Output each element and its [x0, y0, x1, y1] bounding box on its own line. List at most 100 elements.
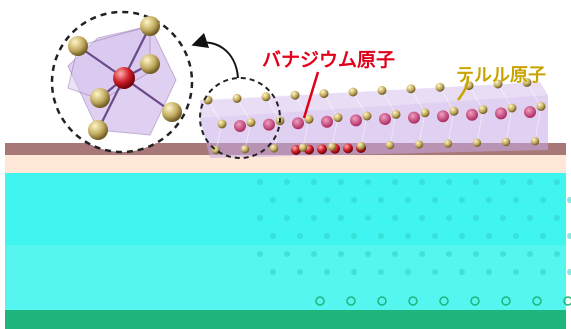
water-lattice-dot [311, 215, 317, 221]
water-lattice-dot [473, 215, 479, 221]
water-lattice-dot [392, 251, 398, 257]
vanadium-atom-label: バナジウム原子 [262, 49, 396, 71]
water-pattern [257, 179, 571, 306]
octahedron-edge [352, 90, 383, 93]
octahedron-edge [439, 86, 455, 112]
water-lattice-dot [378, 197, 384, 203]
water-lattice-dot [459, 269, 465, 275]
water-lattice-dot [365, 215, 371, 221]
octahedron-edge [389, 114, 397, 146]
water-lattice-dot [500, 179, 506, 185]
octahedron-edge [323, 93, 339, 118]
water-lattice-dot [540, 197, 546, 203]
film-v-atom [466, 108, 478, 121]
water-lattice-dot [554, 215, 560, 221]
water-lattice-dot [513, 233, 519, 239]
inset-te-atom [88, 120, 108, 140]
water-lattice-dot [554, 179, 560, 185]
octahedron-edge [526, 82, 542, 107]
water-lattice-dot [270, 269, 276, 275]
octahedron-edge [244, 122, 252, 150]
vanadium-label-pointer [302, 71, 320, 119]
floor-ring [532, 296, 542, 306]
water-lattice-dot [297, 197, 303, 203]
film-v-atom [524, 106, 536, 118]
water-lattice-dot [270, 233, 276, 239]
water-lattice-dot [527, 251, 533, 257]
octahedron-edge [418, 112, 426, 145]
water-lattice-dot [446, 215, 452, 221]
water-lattice-dot [338, 251, 344, 257]
water-lattice-dot [567, 233, 571, 239]
octahedron-edge [381, 90, 397, 115]
inset-te-atom [68, 36, 88, 56]
octahedron-edge [534, 106, 542, 142]
inset-te-atom [90, 88, 110, 108]
film-te-atom [530, 137, 540, 146]
film-te-atom [319, 89, 329, 99]
water-lattice-dot [311, 251, 317, 257]
film-v-atom [350, 114, 362, 127]
film-te-atom [217, 119, 227, 129]
octahedron-edge [236, 96, 267, 99]
film-slab [200, 95, 548, 158]
water-lattice-dot [486, 233, 492, 239]
film-slab-top [200, 82, 548, 118]
octahedron-edge [273, 120, 281, 149]
film-te-atom [507, 103, 517, 113]
film-te-atom [391, 109, 401, 119]
film-te-atom [536, 101, 546, 111]
water-lattice-dot [473, 251, 479, 257]
octahedron-edge [505, 107, 513, 143]
water-lattice-dot [270, 197, 276, 203]
water-lattice-dot [432, 233, 438, 239]
octahedron-edge [207, 99, 223, 125]
octahedron-edge [265, 94, 296, 98]
film-v-atom [495, 107, 507, 120]
tellurium-atom-label: テルル原子 [456, 65, 546, 86]
octahedron-edge [352, 91, 368, 117]
octahedron-edge [360, 115, 368, 147]
film-te-atom [406, 84, 416, 94]
water-lattice-dot [284, 215, 290, 221]
octahedron-edge [526, 80, 557, 83]
film-te-atom [269, 144, 279, 153]
water-lattice-dot [432, 197, 438, 203]
film-te-atom [304, 114, 314, 124]
water-lattice-dot [446, 179, 452, 185]
water-lattice-dot [459, 197, 465, 203]
floor-ring [377, 296, 387, 306]
water-lattice-dot [513, 197, 519, 203]
water-lattice-dot [540, 233, 546, 239]
octahedron-edge [410, 88, 426, 114]
water-lattice-dot [554, 251, 560, 257]
water-lattice-dot [284, 251, 290, 257]
octahedron-edge [497, 82, 528, 85]
octahedron-edge [207, 98, 238, 101]
water-lattice-dot [257, 215, 263, 221]
film-v-atom [343, 143, 353, 154]
floor-layer [5, 310, 566, 329]
film-te-atom [478, 105, 488, 115]
water-lattice-dot [257, 179, 263, 185]
film-v-atom [234, 120, 246, 132]
film-v-atom [321, 115, 333, 128]
substrate [5, 143, 566, 329]
water-lattice-dot [338, 179, 344, 185]
film-te-atom [246, 117, 256, 127]
floor-ring [470, 296, 480, 306]
octahedron-edge [323, 91, 354, 94]
film-te-atom [333, 113, 343, 123]
octahedron-edge [439, 85, 470, 88]
water-lattice-dot [486, 269, 492, 275]
film-te-atom [356, 141, 366, 151]
tellurium-atoms-film [203, 77, 546, 155]
octahedron-edge [236, 98, 252, 123]
film-te-atom [435, 82, 445, 92]
film-te-atom [232, 93, 242, 103]
water-lattice-dot [351, 197, 357, 203]
film-v-atom [292, 117, 304, 130]
water-lattice-dot [405, 197, 411, 203]
floor-ring [563, 296, 571, 306]
water-lattice-dot [378, 269, 384, 275]
